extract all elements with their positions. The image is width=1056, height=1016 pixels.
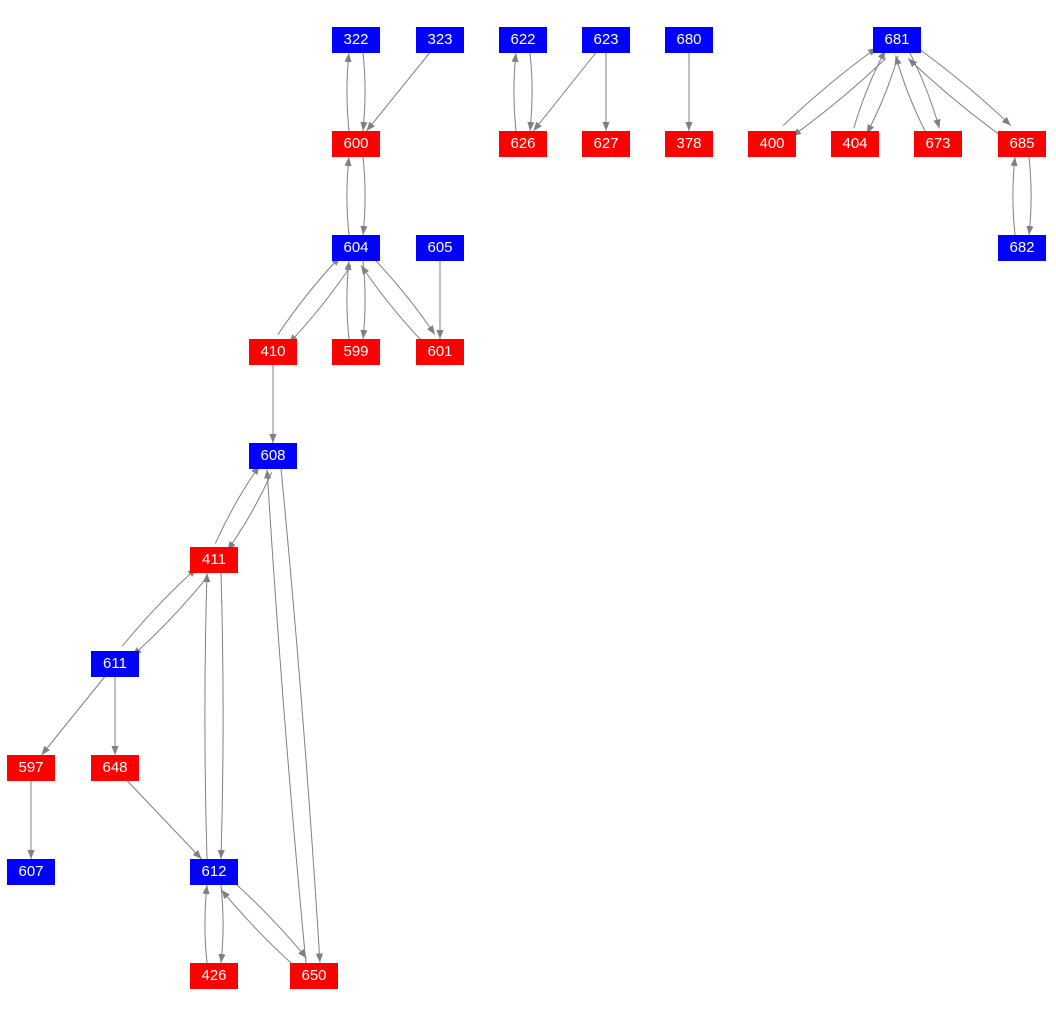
- edge-404-681: [853, 50, 886, 129]
- edge-323-600: [366, 52, 430, 132]
- edge-611-597: [41, 676, 105, 756]
- node-622[interactable]: 622: [499, 27, 547, 53]
- node-378[interactable]: 378: [665, 131, 713, 157]
- edge-650-612: [221, 889, 297, 969]
- edge-608-411: [227, 472, 273, 551]
- edge-611-411: [121, 567, 197, 647]
- edge-612-650: [231, 879, 307, 959]
- node-605[interactable]: 605: [416, 235, 464, 261]
- edge-685-682: [1026, 156, 1034, 236]
- node-411[interactable]: 411: [190, 547, 238, 573]
- edge-622-626: [527, 52, 535, 132]
- node-627[interactable]: 627: [582, 131, 630, 157]
- node-604[interactable]: 604: [332, 235, 380, 261]
- edge-604-601: [371, 256, 436, 335]
- edge-673-681: [894, 55, 927, 134]
- edge-411-612: [217, 572, 225, 860]
- node-322[interactable]: 322: [332, 27, 380, 53]
- node-400[interactable]: 400: [748, 131, 796, 157]
- node-648[interactable]: 648: [91, 755, 139, 781]
- node-682[interactable]: 682: [998, 235, 1046, 261]
- node-608[interactable]: 608: [249, 443, 297, 469]
- node-600[interactable]: 600: [332, 131, 380, 157]
- edge-626-622: [511, 52, 519, 132]
- edge-604-600: [344, 156, 352, 236]
- edge-604-410: [288, 265, 352, 344]
- edge-650-608: [264, 469, 307, 964]
- edge-599-604: [344, 260, 352, 340]
- edge-411-611: [132, 577, 208, 657]
- edge-681-400: [791, 58, 887, 137]
- edge-600-604: [360, 156, 368, 236]
- node-599[interactable]: 599: [332, 339, 380, 365]
- edge-681-685: [916, 47, 1012, 126]
- node-597[interactable]: 597: [7, 755, 55, 781]
- edge-682-685: [1010, 156, 1018, 236]
- edge-612-426: [218, 884, 226, 964]
- edge-322-600: [360, 52, 368, 132]
- node-623[interactable]: 623: [582, 27, 630, 53]
- edge-601-604: [360, 265, 425, 344]
- edge-685-681: [907, 58, 1003, 137]
- node-685[interactable]: 685: [998, 131, 1046, 157]
- node-323[interactable]: 323: [416, 27, 464, 53]
- edge-426-612: [202, 884, 210, 964]
- edge-608-650: [280, 468, 323, 963]
- edge-410-604: [277, 256, 341, 335]
- node-404[interactable]: 404: [831, 131, 879, 157]
- edge-612-411: [203, 572, 211, 860]
- edge-600-322: [344, 52, 352, 132]
- edge-400-681: [782, 47, 878, 126]
- node-410[interactable]: 410: [249, 339, 297, 365]
- node-612[interactable]: 612: [190, 859, 238, 885]
- edge-648-612: [127, 780, 202, 860]
- node-626[interactable]: 626: [499, 131, 547, 157]
- node-681[interactable]: 681: [873, 27, 921, 53]
- node-611[interactable]: 611: [91, 651, 139, 677]
- node-426[interactable]: 426: [190, 963, 238, 989]
- edge-681-673: [908, 50, 941, 129]
- node-680[interactable]: 680: [665, 27, 713, 53]
- node-673[interactable]: 673: [914, 131, 962, 157]
- edge-604-599: [360, 260, 368, 340]
- edge-623-626: [532, 52, 597, 132]
- node-650[interactable]: 650: [290, 963, 338, 989]
- node-607[interactable]: 607: [7, 859, 55, 885]
- edge-681-404: [866, 55, 899, 134]
- edge-411-608: [214, 465, 260, 544]
- node-601[interactable]: 601: [416, 339, 464, 365]
